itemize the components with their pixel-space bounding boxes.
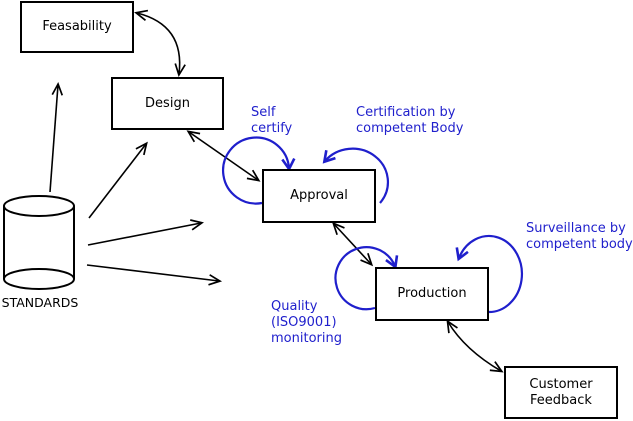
node-customer-feedback-label-line1: Customer — [529, 376, 593, 392]
annotation-self-certify: Self certify — [251, 105, 292, 137]
node-feasability-label: Feasability — [42, 19, 112, 34]
node-design-label: Design — [145, 95, 190, 111]
annotation-certification-line2: competent Body — [356, 121, 464, 136]
node-production-label: Production — [397, 286, 467, 301]
arrow-design-approval — [189, 132, 258, 180]
annotation-quality-line1: Quality — [271, 299, 318, 314]
annotation-quality-line2: (ISO9001) — [271, 315, 337, 330]
node-production: Production — [375, 267, 489, 321]
annotation-self-certify-line2: certify — [251, 121, 293, 136]
annotation-certification: Certification by competent Body — [356, 105, 463, 137]
annotation-surveillance-line1: Surveillance by — [526, 221, 626, 236]
annotation-certification-line1: Certification by — [356, 105, 456, 120]
loop-surveillance — [455, 234, 524, 314]
node-customer-feedback-label-line2: Feedback — [530, 392, 592, 408]
node-approval: Approval — [262, 169, 376, 223]
node-customer-feedback: Customer Feedback — [504, 366, 618, 419]
node-approval-label: Approval — [290, 188, 348, 203]
loop-certification — [322, 147, 390, 204]
arrow-feasability-design — [137, 13, 180, 74]
annotation-quality-line3: monitoring — [271, 331, 342, 346]
arrow-approval-production — [334, 224, 371, 264]
annotation-self-certify-line1: Self — [251, 105, 276, 120]
arrow-standards-to-approval — [87, 223, 201, 246]
standards-cylinder-top — [3, 195, 75, 217]
annotation-quality: Quality (ISO9001) monitoring — [271, 299, 342, 347]
arrow-standards-to-production — [86, 264, 219, 281]
loop-self-certify — [222, 136, 296, 205]
node-feasability: Feasability — [20, 1, 134, 53]
arrow-production-customer-feedback — [448, 322, 501, 371]
arrow-standards-to-feasability — [49, 85, 58, 193]
loop-quality-monitoring — [334, 246, 399, 311]
node-design: Design — [111, 77, 224, 130]
standards-cylinder-bottom — [3, 268, 75, 290]
arrow-standards-to-design — [88, 144, 146, 219]
annotation-surveillance: Surveillance by competent body — [526, 221, 633, 253]
annotation-surveillance-line2: competent body — [526, 237, 633, 252]
standards-cylinder — [3, 195, 75, 290]
standards-label: STANDARDS — [1, 295, 79, 310]
